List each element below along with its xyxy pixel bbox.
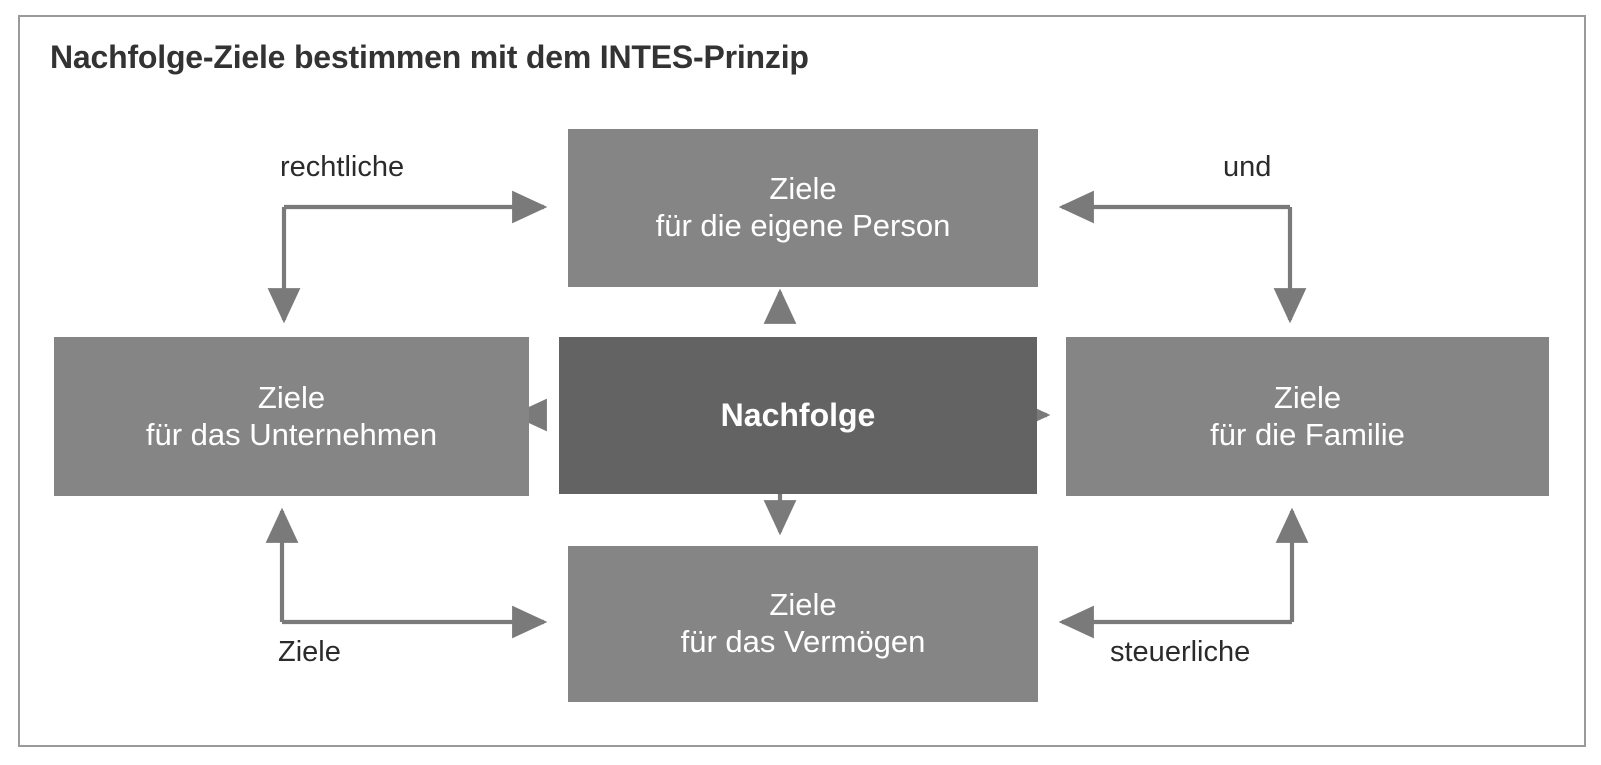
node-ziele-unternehmen[interactable]: Ziele für das Unternehmen bbox=[54, 337, 529, 496]
node-label-line1: Ziele bbox=[769, 587, 837, 623]
node-label-line2: für das Unternehmen bbox=[145, 416, 438, 452]
node-ziele-vermoegen[interactable]: Ziele für das Vermögen bbox=[568, 546, 1038, 702]
node-nachfolge[interactable]: Nachfolge bbox=[559, 337, 1037, 494]
edge-label-und: und bbox=[1223, 151, 1272, 183]
edge-label-rechtliche: rechtliche bbox=[280, 151, 405, 183]
node-ziele-familie[interactable]: Ziele für die Familie bbox=[1066, 337, 1549, 496]
node-label-line2: für das Vermögen bbox=[680, 624, 926, 659]
node-ziele-eigene-person[interactable]: Ziele für die eigene Person bbox=[568, 129, 1038, 287]
node-label-line1: Ziele bbox=[769, 171, 837, 207]
node-label-line2: für die Familie bbox=[1210, 416, 1405, 452]
diagram-frame: Nachfolge-Ziele bestimmen mit dem INTES-… bbox=[18, 15, 1586, 747]
node-label-line2: für die eigene Person bbox=[655, 208, 951, 243]
node-label-line1: Ziele bbox=[257, 379, 326, 415]
node-label-line1: Ziele bbox=[1273, 379, 1342, 415]
page-title: Nachfolge-Ziele bestimmen mit dem INTES-… bbox=[50, 39, 809, 75]
edge-label-ziele: Ziele bbox=[278, 636, 341, 668]
node-label-line1: Nachfolge bbox=[720, 396, 876, 433]
edge-label-steuerliche: steuerliche bbox=[1110, 636, 1251, 668]
